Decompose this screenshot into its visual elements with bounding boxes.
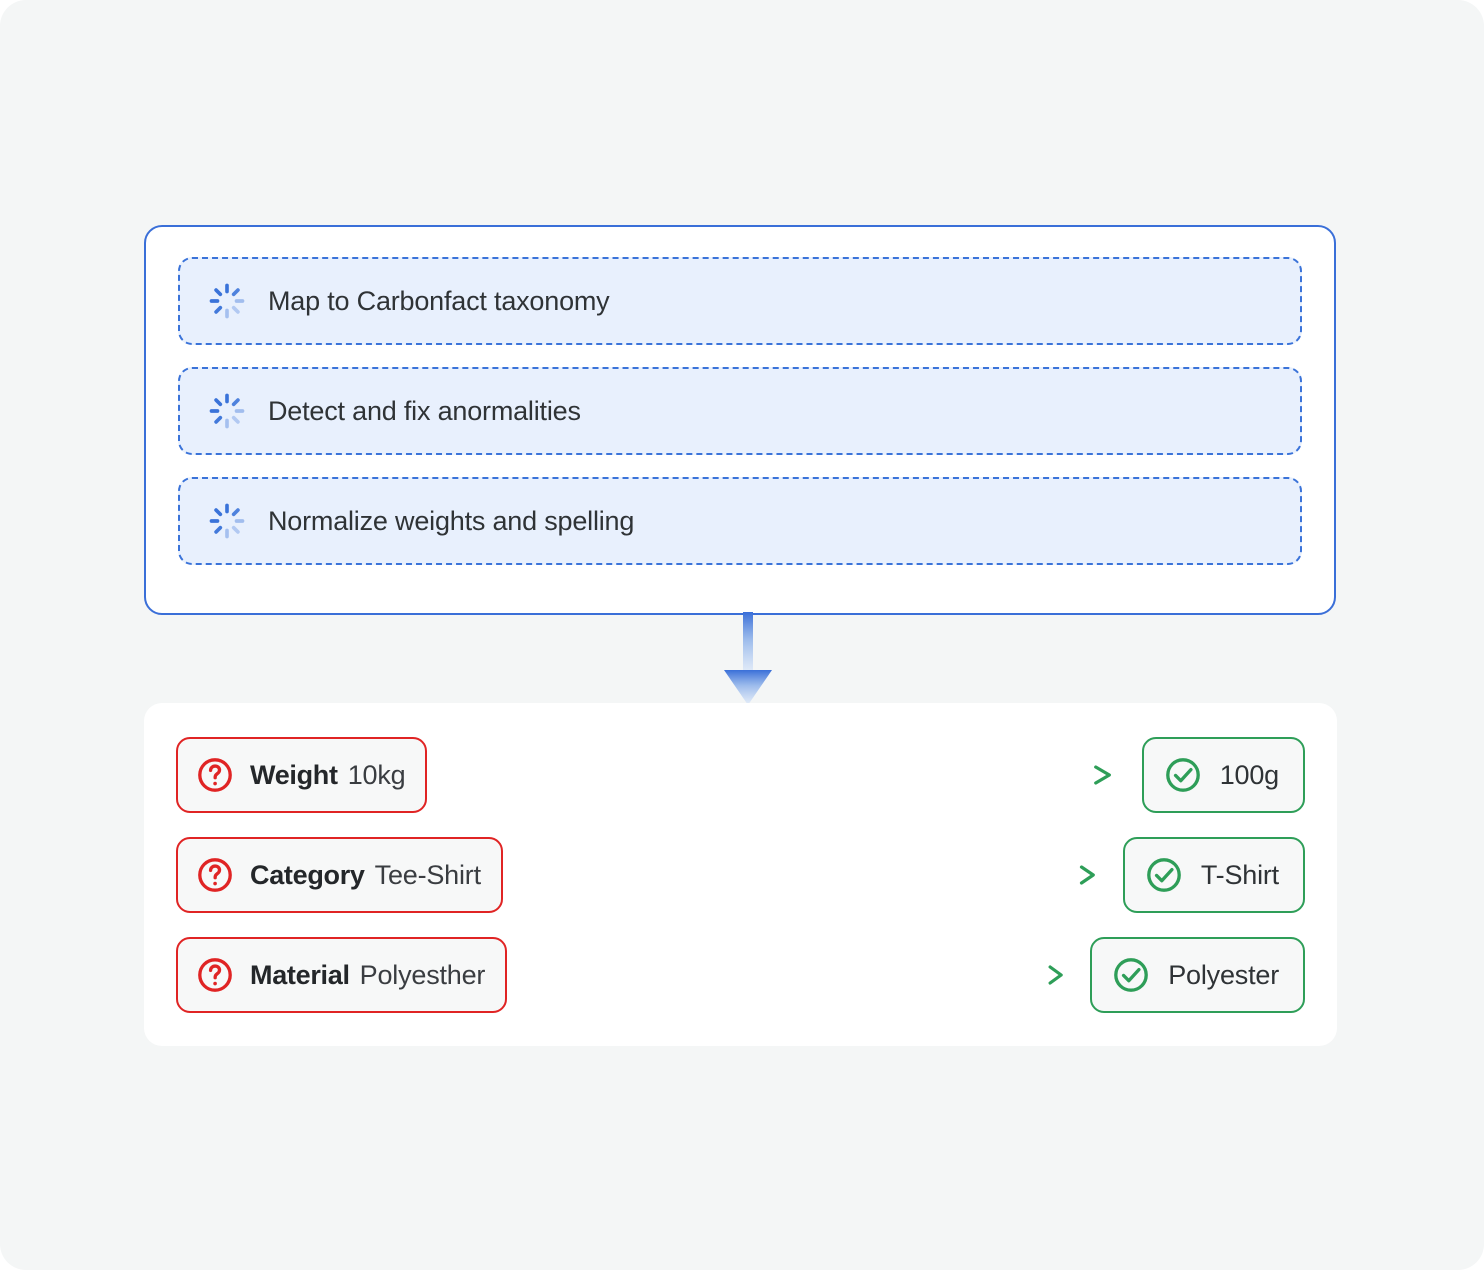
question-mark-icon	[198, 758, 232, 792]
spinner-icon	[209, 393, 245, 429]
issue-card[interactable]: Material Polyesther	[176, 937, 508, 1013]
fixed-value: 100g	[1219, 759, 1279, 790]
check-circle-icon	[1114, 958, 1149, 992]
fixed-value: T-Shirt	[1200, 859, 1279, 890]
pipeline-step[interactable]: Normalize weights and spelling	[178, 477, 1302, 565]
spinner-icon	[209, 503, 245, 539]
issue-field-value: Polyesther	[359, 959, 486, 990]
issue-card[interactable]: Category Tee-Shirt	[176, 837, 503, 913]
result-row: Weight 10kg	[176, 737, 1305, 813]
results-container: Weight 10kg	[144, 703, 1337, 1046]
question-mark-icon	[198, 858, 232, 892]
down-arrow-icon	[724, 612, 772, 705]
result-row: Category Tee-Shirt	[176, 837, 1305, 913]
check-circle-icon	[1147, 858, 1181, 892]
spinner-icon	[209, 283, 245, 319]
issue-field-label: Category	[250, 859, 365, 890]
issue-field-value: 10kg	[347, 759, 406, 790]
dashed-arrow-right-icon	[523, 963, 1074, 987]
check-circle-icon	[1165, 758, 1200, 792]
issue-field-value: Tee-Shirt	[374, 859, 481, 890]
issue-field-label: Weight	[250, 759, 338, 790]
dashed-arrow-right-icon	[519, 863, 1107, 887]
dashed-arrow-right-icon	[443, 763, 1125, 787]
pipeline-container: Map to Carbonfact taxonomy Detect and fi…	[144, 225, 1336, 615]
result-row: Material Polyesther	[176, 937, 1305, 1013]
fixed-card[interactable]: 100g	[1141, 737, 1305, 813]
question-mark-icon	[198, 958, 232, 992]
pipeline-step-label: Detect and fix anormalities	[268, 395, 581, 426]
pipeline-step-label: Normalize weights and spelling	[268, 505, 635, 536]
fixed-card[interactable]: Polyester	[1090, 937, 1305, 1013]
pipeline-step-label: Map to Carbonfact taxonomy	[268, 285, 610, 316]
pipeline-step[interactable]: Map to Carbonfact taxonomy	[178, 257, 1302, 345]
fixed-value: Polyester	[1168, 959, 1279, 990]
pipeline-step[interactable]: Detect and fix anormalities	[178, 367, 1302, 455]
issue-field-label: Material	[250, 959, 350, 990]
fixed-card[interactable]: T-Shirt	[1122, 837, 1305, 913]
issue-card[interactable]: Weight 10kg	[176, 737, 428, 813]
